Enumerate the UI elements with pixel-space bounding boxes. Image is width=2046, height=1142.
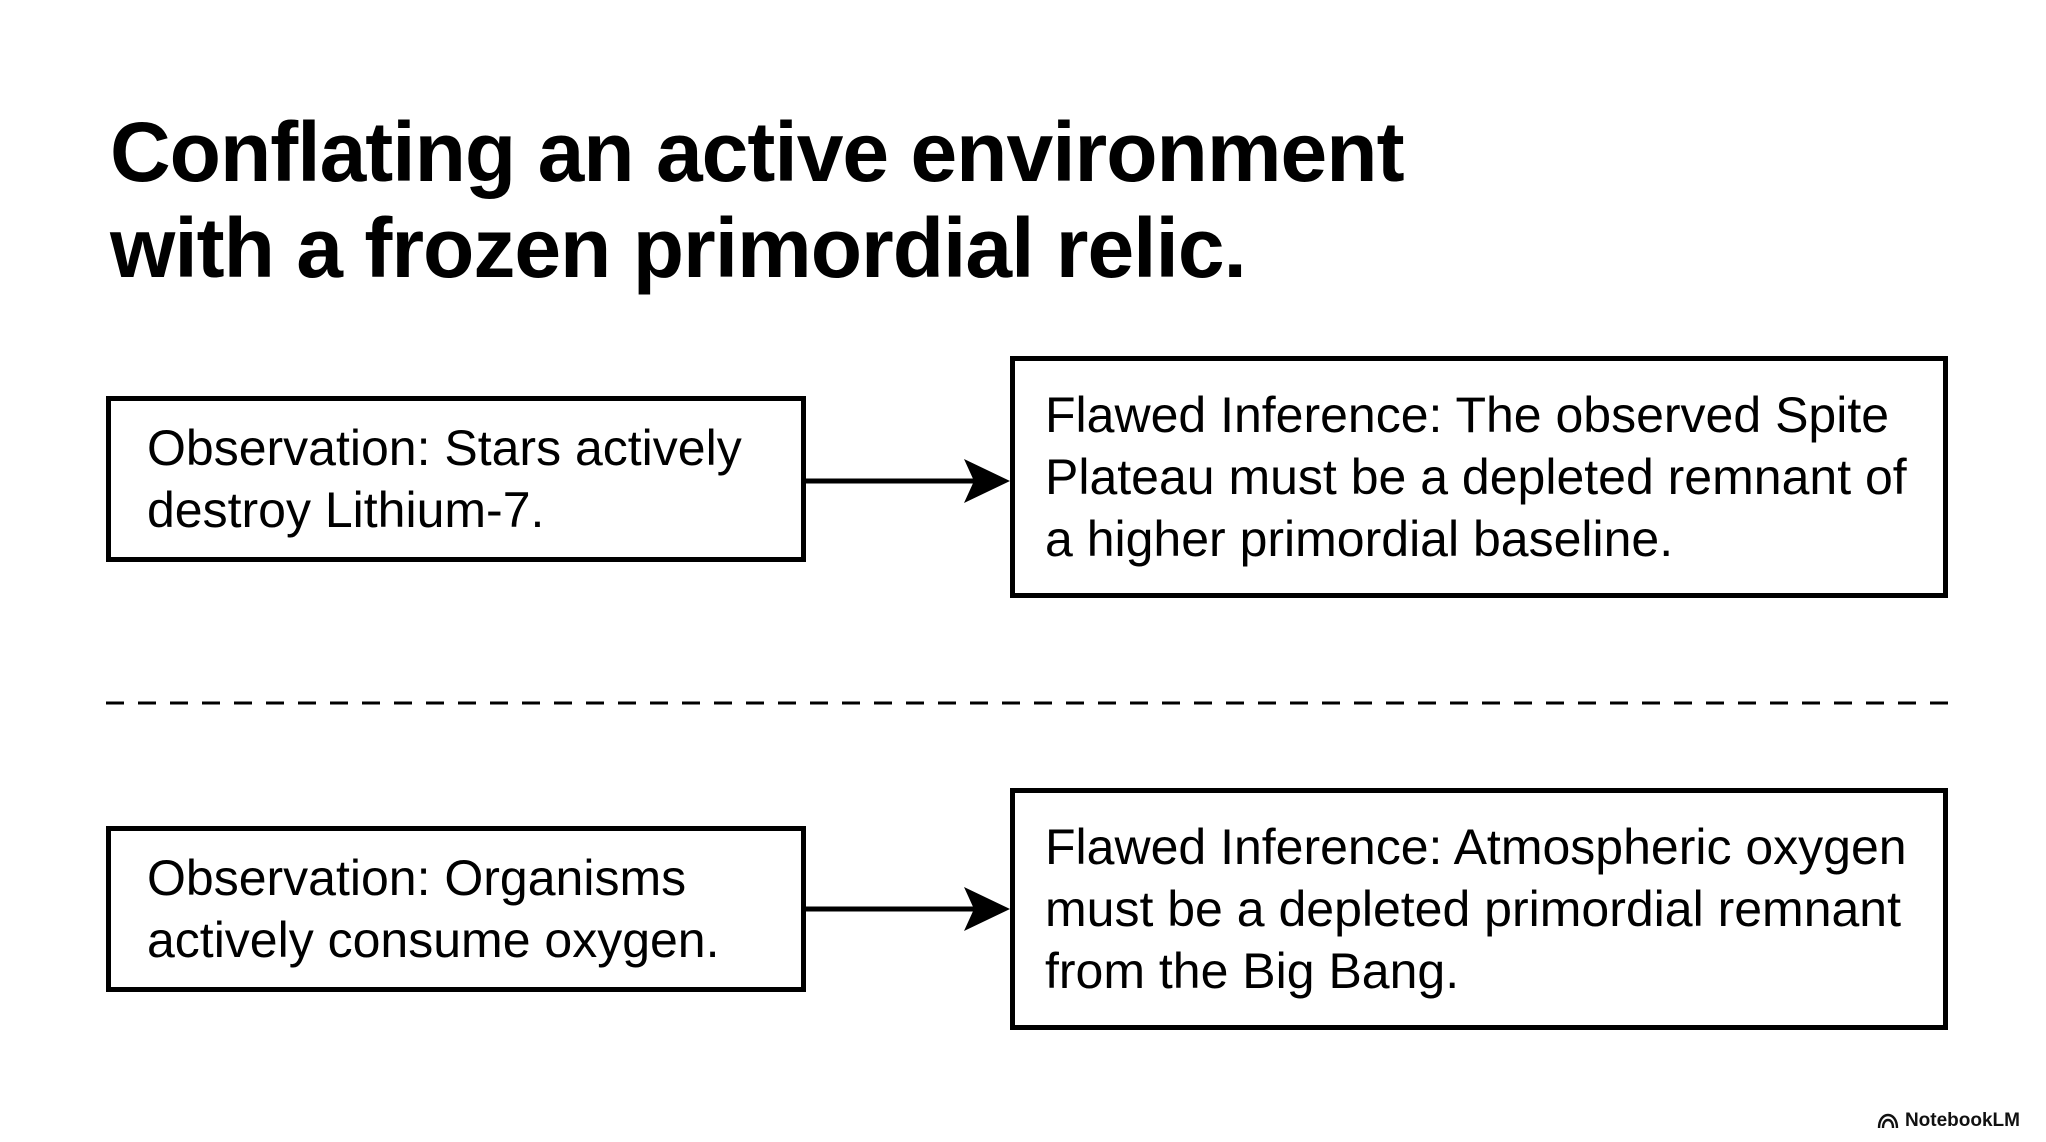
observation-label: Observation: <box>147 420 445 476</box>
flawed-inference-box-spite-plateau: Flawed Inference: The observed Spite Pla… <box>1010 356 1948 598</box>
inference-text: The observed Spite Plateau must be a dep… <box>1045 387 1907 567</box>
notebooklm-logo-icon <box>1877 1113 1899 1129</box>
arrow-right-icon <box>806 887 1010 931</box>
observation-text: Organisms actively consume oxygen. <box>147 850 720 968</box>
inference-label: Flawed Inference: <box>1045 819 1454 875</box>
flawed-inference-box-oxygen: Flawed Inference: Atmospheric oxygen mus… <box>1010 788 1948 1030</box>
inference-label: Flawed Inference: <box>1045 387 1456 443</box>
inference-text: Atmospheric oxygen must be a depleted pr… <box>1045 819 1907 999</box>
arrow-right-icon <box>806 459 1010 503</box>
observation-box-organisms: Observation: Organisms actively consume … <box>106 826 806 992</box>
observation-label: Observation: <box>147 850 445 906</box>
brand-name: NotebookLM <box>1904 1110 2020 1131</box>
notebooklm-watermark: NotebookLM <box>1877 1110 2020 1132</box>
observation-box-stars: Observation: Stars actively destroy Lith… <box>106 396 806 562</box>
slide-title-line-1: Conflating an active environment <box>110 105 1405 199</box>
slide-title-line-2: with a frozen primordial relic. <box>110 201 1247 295</box>
slide-title: Conflating an active environment with a … <box>110 104 1710 296</box>
observation-text: Stars actively destroy Lithium-7. <box>147 420 742 538</box>
dashed-divider <box>106 701 1948 705</box>
